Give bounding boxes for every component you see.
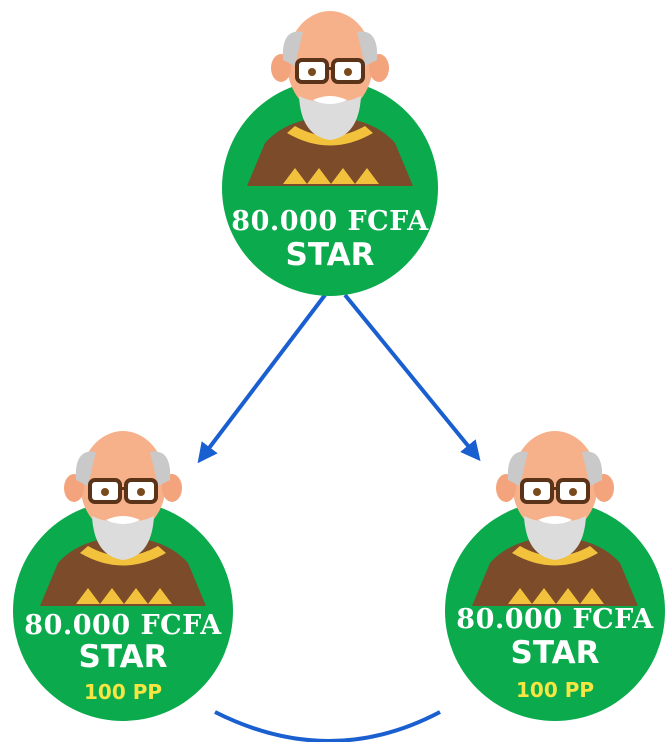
left-price-label: 80.000 FCFA (24, 610, 222, 641)
left-rank-label: STAR (78, 639, 168, 675)
left-points-label: 100 PP (83, 680, 163, 704)
top-price-label: 80.000 FCFA (231, 206, 429, 237)
elder-avatar-icon (222, 11, 438, 296)
elder-avatar-icon (445, 431, 665, 721)
arrow-to-right (343, 293, 481, 462)
right-price-label: 80.000 FCFA (456, 604, 654, 635)
bottom-link-arc (214, 710, 441, 742)
right-points-label: 100 PP (515, 678, 595, 702)
top-rank-label: STAR (285, 237, 375, 273)
arrow-to-left (197, 293, 327, 464)
right-rank-label: STAR (510, 635, 600, 671)
right-member-node: 80.000 FCFA STAR 100 PP (440, 428, 670, 724)
elder-avatar-icon (13, 431, 233, 721)
left-member-node: 80.000 FCFA STAR 100 PP (8, 428, 238, 724)
top-member-node: 80.000 FCFA STAR (215, 8, 445, 298)
